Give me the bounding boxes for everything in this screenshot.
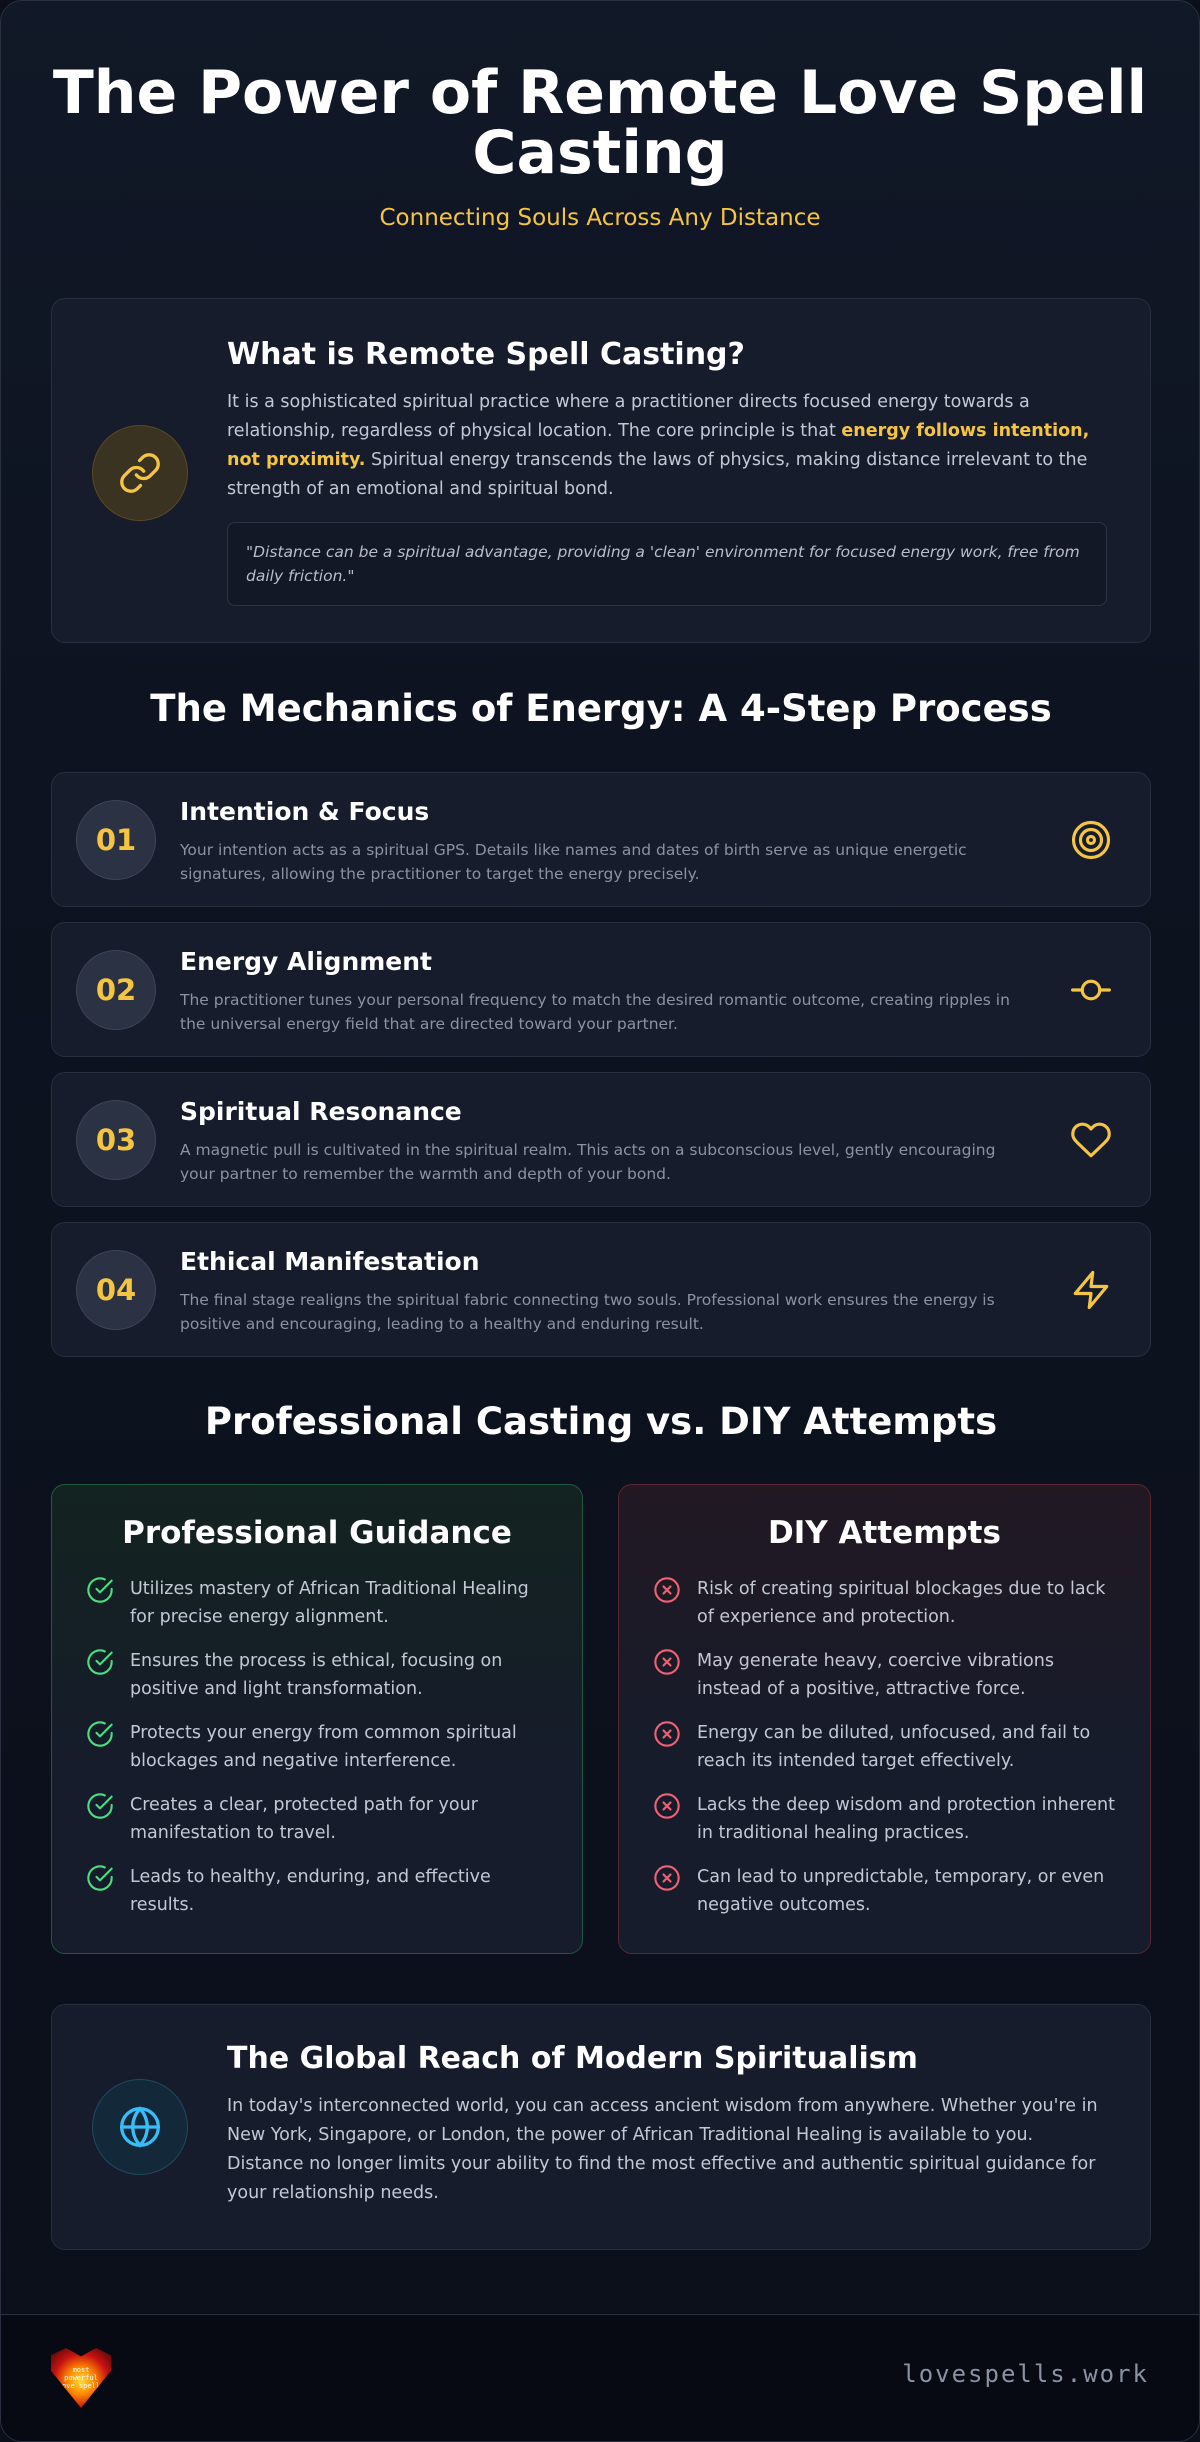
step-card: 01 Intention & Focus Your intention acts… [51,772,1151,907]
lightning-icon [1073,1270,1109,1310]
intro-body: What is Remote Spell Casting? It is a so… [227,337,1107,606]
step-number: 02 [76,950,156,1030]
logo-text: most powerful love spells [57,2366,105,2390]
step-description: The final stage realigns the spiritual f… [180,1291,995,1333]
heart-logo[interactable]: most powerful love spells [51,2348,111,2408]
commit-icon [1071,979,1111,1001]
process-heading: The Mechanics of Energy: A 4-Step Proces… [150,687,1052,730]
intro-card: What is Remote Spell Casting? It is a so… [51,298,1151,643]
diy-item-text: Risk of creating spiritual blockages due… [697,1579,1106,1627]
link-icon [92,425,188,521]
step-number: 03 [76,1100,156,1180]
check-circle-icon [87,1793,113,1819]
list-item: Creates a clear, protected path for your… [86,1791,552,1847]
step-description: The practitioner tunes your personal fre… [180,991,1010,1033]
intro-text: It is a sophisticated spiritual practice… [227,388,1107,504]
x-circle-icon [654,1721,680,1747]
list-item: Leads to healthy, enduring, and effectiv… [86,1863,552,1919]
professional-item-text: Creates a clear, protected path for your… [130,1795,478,1843]
global-text: In today's interconnected world, you can… [227,2096,1098,2203]
professional-item-text: Utilizes mastery of African Traditional … [130,1579,529,1627]
x-circle-icon [654,1649,680,1675]
intro-quote: "Distance can be a spiritual advantage, … [227,522,1107,606]
diy-list: Risk of creating spiritual blockages due… [619,1575,1150,1919]
globe-icon [92,2079,188,2175]
list-item: Risk of creating spiritual blockages due… [653,1575,1120,1631]
professional-item-text: Leads to healthy, enduring, and effectiv… [130,1867,491,1915]
list-item: May generate heavy, coercive vibrations … [653,1647,1120,1703]
step-number: 01 [76,800,156,880]
step-body: Intention & Focus Your intention acts as… [180,797,1010,886]
list-item: Ensures the process is ethical, focusing… [86,1647,552,1703]
check-circle-icon [87,1649,113,1675]
step-card: 02 Energy Alignment The practitioner tun… [51,922,1151,1057]
check-circle-icon [87,1865,113,1891]
heart-icon [1071,1122,1111,1158]
target-icon [1071,820,1111,860]
diy-card: DIY Attempts Risk of creating spiritual … [618,1484,1151,1954]
step-description: Your intention acts as a spiritual GPS. … [180,841,967,883]
professional-item-text: Protects your energy from common spiritu… [130,1723,517,1771]
list-item: Can lead to unpredictable, temporary, or… [653,1863,1120,1919]
intro-text-before: It is a sophisticated spiritual practice… [227,392,1030,441]
step-body: Spiritual Resonance A magnetic pull is c… [180,1097,1010,1186]
step-title: Spiritual Resonance [180,1097,462,1126]
professional-list: Utilizes mastery of African Traditional … [52,1575,582,1919]
step-title: Ethical Manifestation [180,1247,480,1276]
header: The Power of Remote Love Spell Casting C… [1,1,1199,231]
step-card: 04 Ethical Manifestation The final stage… [51,1222,1151,1357]
list-item: Utilizes mastery of African Traditional … [86,1575,552,1631]
comparison-heading: Professional Casting vs. DIY Attempts [204,1400,998,1443]
professional-title: Professional Guidance [122,1515,512,1551]
step-description: A magnetic pull is cultivated in the spi… [180,1141,996,1183]
step-number: 04 [76,1250,156,1330]
footer: most powerful love spells lovespells.wor… [1,2314,1199,2441]
x-circle-icon [654,1865,680,1891]
step-title: Energy Alignment [180,947,432,976]
professional-item-text: Ensures the process is ethical, focusing… [130,1651,503,1699]
global-card: The Global Reach of Modern Spiritualism … [51,2004,1151,2250]
diy-title: DIY Attempts [768,1515,1001,1551]
step-body: Energy Alignment The practitioner tunes … [180,947,1010,1036]
step-title: Intention & Focus [180,797,430,826]
page-title: The Power of Remote Love Spell Casting [52,58,1148,188]
intro-highlight: energy follows intention, not proximity. [227,421,1090,470]
diy-item-text: Lacks the deep wisdom and protection inh… [697,1795,1116,1843]
list-item: Protects your energy from common spiritu… [86,1719,552,1775]
intro-heading: What is Remote Spell Casting? [227,337,745,372]
page-subtitle: Connecting Souls Across Any Distance [379,205,821,231]
intro-text-after: Spiritual energy transcends the laws of … [227,450,1088,499]
check-circle-icon [87,1577,113,1603]
list-item: Energy can be diluted, unfocused, and fa… [653,1719,1120,1775]
diy-item-text: May generate heavy, coercive vibrations … [697,1651,1054,1699]
global-body: The Global Reach of Modern Spiritualism … [227,2041,1107,2208]
x-circle-icon [654,1793,680,1819]
x-circle-icon [654,1577,680,1603]
step-card: 03 Spiritual Resonance A magnetic pull i… [51,1072,1151,1207]
check-circle-icon [87,1721,113,1747]
step-body: Ethical Manifestation The final stage re… [180,1247,1010,1336]
diy-item-text: Energy can be diluted, unfocused, and fa… [697,1723,1091,1771]
list-item: Lacks the deep wisdom and protection inh… [653,1791,1120,1847]
global-heading: The Global Reach of Modern Spiritualism [227,2041,918,2076]
domain-link[interactable]: lovespells.work [902,2360,1149,2388]
professional-card: Professional Guidance Utilizes mastery o… [51,1484,583,1954]
diy-item-text: Can lead to unpredictable, temporary, or… [697,1867,1105,1915]
